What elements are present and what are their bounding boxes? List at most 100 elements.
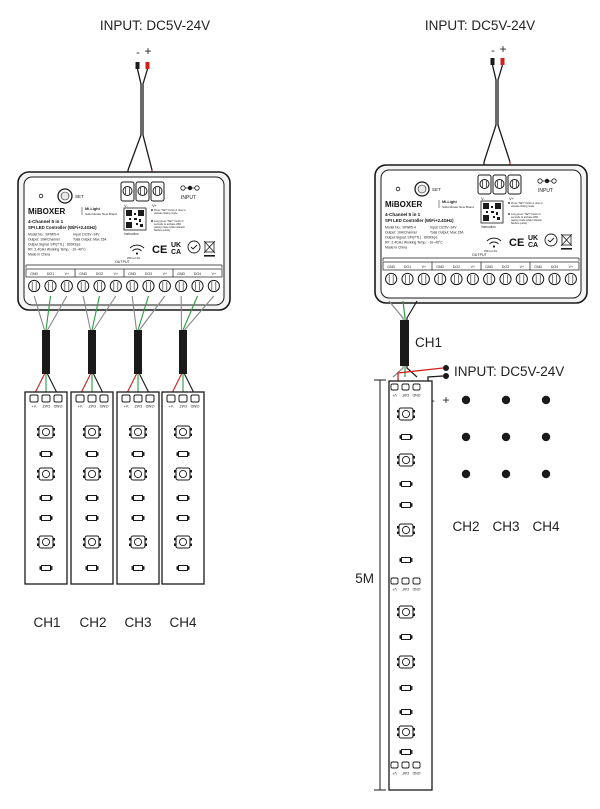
left-ch3-label: CH3 <box>124 615 151 630</box>
strip-pin-label: GND <box>53 404 62 409</box>
strip-pin-label: V+ <box>123 404 129 409</box>
strip-pin-label: GND <box>99 404 108 409</box>
led-chip <box>396 407 416 421</box>
right-input-label: INPUT: DC5V-24V <box>425 18 535 33</box>
terminal-dot <box>501 395 511 405</box>
resistor <box>399 634 413 640</box>
right-ch1-label: CH1 <box>415 335 442 350</box>
led-chip <box>396 605 416 619</box>
resistor <box>131 565 145 571</box>
led-chip <box>128 425 148 439</box>
led-chip <box>82 467 102 481</box>
left-ch2-label: CH2 <box>79 615 106 630</box>
led-chip <box>173 535 193 549</box>
left-output-wires <box>33 295 215 396</box>
resistor <box>131 451 145 457</box>
left-input-label: INPUT: DC5V-24V <box>100 18 210 33</box>
terminal-dot <box>541 469 551 479</box>
ch1-output-cable <box>33 295 68 396</box>
right-ch1-cable <box>388 300 418 378</box>
strip-pin-label: V+ <box>31 404 37 409</box>
strip-pin-label: DAT <box>42 404 50 409</box>
right-minus-sign: - <box>491 45 495 57</box>
left-ch1-label: CH1 <box>33 615 60 630</box>
unused-channel-dots <box>461 395 551 479</box>
strip-solder-pad <box>390 383 399 391</box>
right-controller <box>374 164 588 304</box>
left-plus-sign: + <box>144 44 151 58</box>
led-chip <box>36 425 56 439</box>
led-chip <box>82 535 102 549</box>
right-strip-power-injection <box>397 365 449 383</box>
strip-pin-label: DAT <box>401 393 409 397</box>
strip-solder-pad <box>412 761 421 769</box>
resistor <box>39 515 53 521</box>
led-chip <box>396 453 416 467</box>
right-plus-sign: + <box>499 42 506 56</box>
resistor <box>39 565 53 571</box>
terminal-dot <box>461 469 471 479</box>
strip-pin-label: DAT <box>88 404 96 409</box>
resistor <box>176 565 190 571</box>
strip-pin-label: GND <box>412 393 420 397</box>
strip-solder-pad <box>401 383 410 391</box>
resistor <box>399 557 413 563</box>
right-ch4-label: CH4 <box>532 519 559 534</box>
strip-solder-pad <box>412 577 421 585</box>
left-controller <box>17 171 231 311</box>
right-strip-input-label: INPUT: DC5V-24V <box>454 364 564 379</box>
strip-solder-pad <box>390 761 399 769</box>
left-ch4-label: CH4 <box>169 615 196 630</box>
length-label: 5M <box>355 571 374 586</box>
resistor <box>399 481 413 487</box>
terminal-dot <box>461 432 471 442</box>
resistor <box>85 565 99 571</box>
led-chip <box>82 425 102 439</box>
terminal-dot <box>461 395 471 405</box>
resistor <box>39 451 53 457</box>
resistor <box>176 451 190 457</box>
led-chip <box>128 467 148 481</box>
strip-pin-label: DAT <box>134 404 142 409</box>
length-dimension <box>374 379 386 791</box>
led-chip <box>36 535 56 549</box>
strip-pin-label: GND <box>190 404 199 409</box>
right-ch3-label: CH3 <box>492 519 519 534</box>
right-ch2-label: CH2 <box>452 519 479 534</box>
resistor <box>85 495 99 501</box>
strip-pin-label: DAT <box>401 771 409 775</box>
ch2-output-cable <box>79 295 117 396</box>
strip-pin-label: V+ <box>392 771 397 775</box>
resistor <box>399 502 413 508</box>
strip-pin-label: GND <box>145 404 154 409</box>
terminal-dot <box>501 469 511 479</box>
resistor <box>399 685 413 691</box>
strip-pin-label: DAT <box>401 587 409 591</box>
led-chip <box>128 535 148 549</box>
resistor <box>176 495 190 501</box>
strip-solder-pad <box>390 577 399 585</box>
strip-pin-label: V+ <box>392 587 397 591</box>
resistor <box>399 749 413 755</box>
strip-solder-pad <box>412 383 421 391</box>
ch4-output-cable <box>170 295 215 396</box>
resistor <box>131 515 145 521</box>
led-chip <box>173 467 193 481</box>
resistor <box>176 515 190 521</box>
right-input-cable <box>483 58 511 175</box>
left-minus-sign: - <box>136 47 140 59</box>
left-channel-labels: CH1 CH2 CH3 CH4 <box>33 615 196 630</box>
strip-pin-label: GND <box>412 771 420 775</box>
led-chip <box>396 725 416 739</box>
terminal-dot <box>541 395 551 405</box>
strip-pin-label: GND <box>412 587 420 591</box>
led-chip <box>173 425 193 439</box>
strip-pin-label: V+ <box>392 393 397 397</box>
ch3-output-cable <box>125 295 166 396</box>
